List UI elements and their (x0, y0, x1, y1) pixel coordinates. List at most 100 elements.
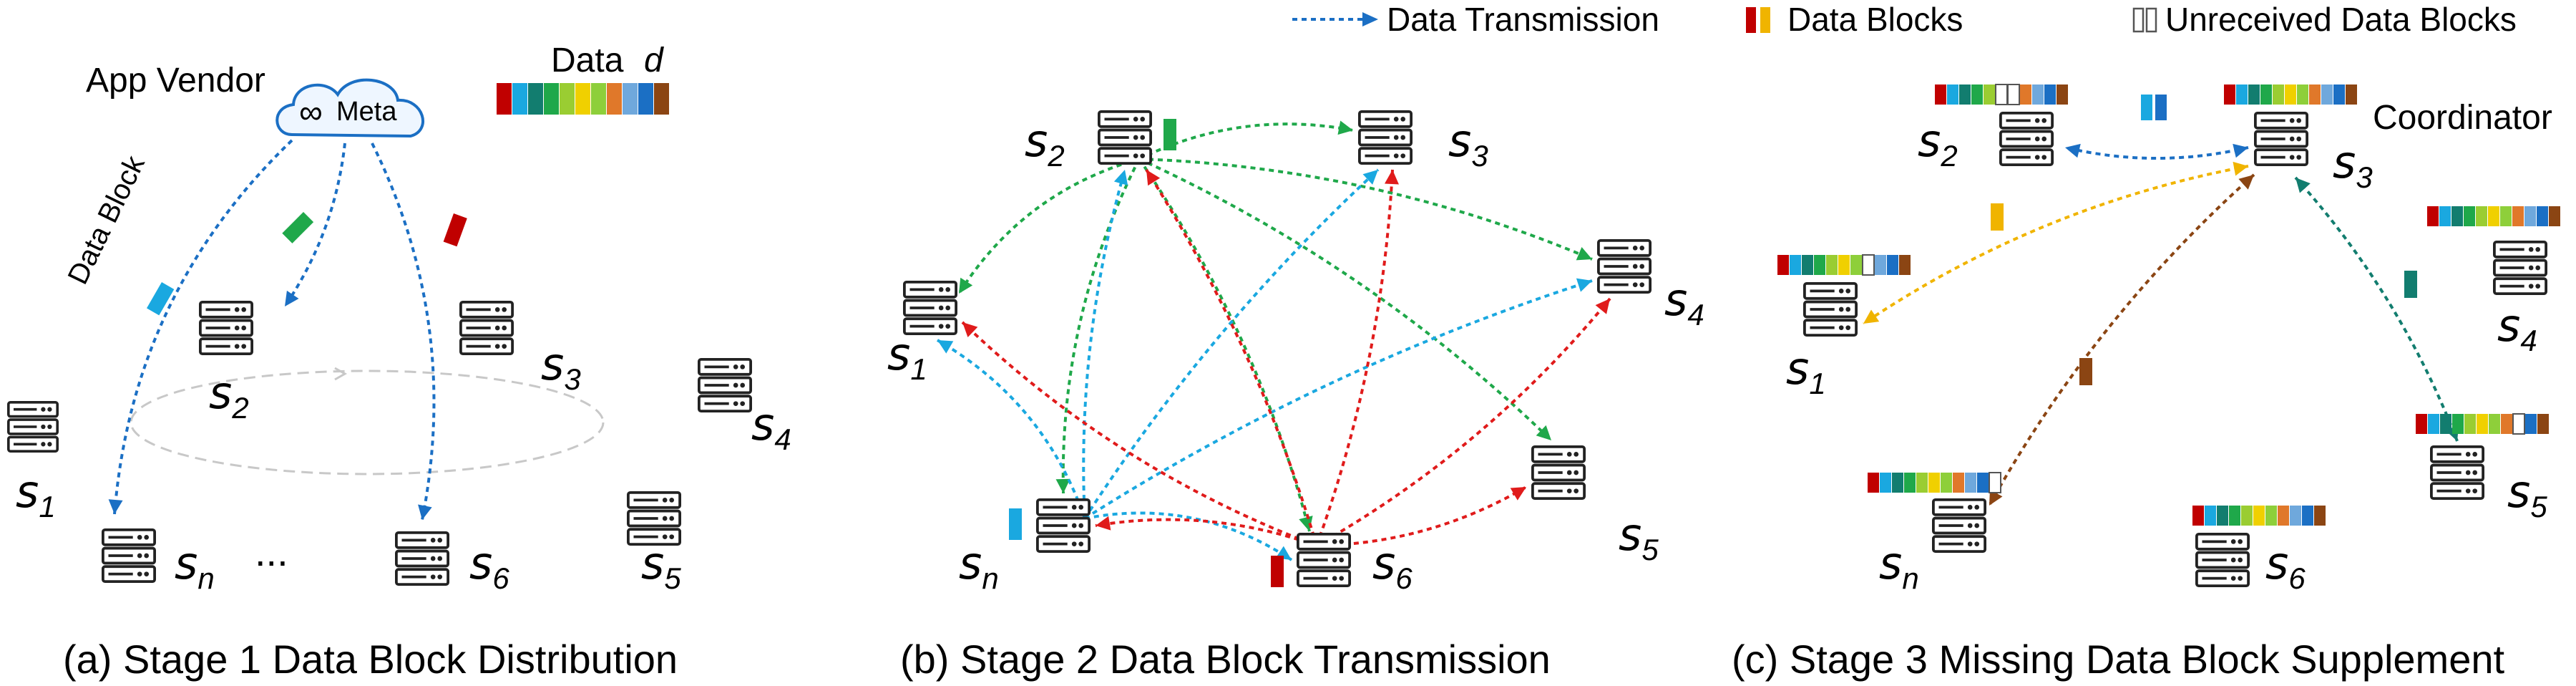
data-block (2537, 206, 2548, 226)
node-label-b-s5: s5 (1619, 508, 1659, 566)
arrow-red-5-head (1096, 516, 1111, 531)
data-block (2290, 506, 2301, 526)
data-block (1904, 473, 1916, 493)
unreceived-block (2007, 84, 2020, 105)
data-block (2241, 506, 2253, 526)
strip-s1 (1777, 254, 1911, 276)
meta-text: Meta (336, 97, 397, 127)
node-label-c-s4: s4 (2497, 299, 2537, 357)
data-d-strip (497, 83, 669, 115)
arrow-green-5-head (1055, 478, 1070, 493)
data-block (2464, 206, 2475, 226)
server-s1-icon (7, 401, 59, 453)
data-block (1959, 84, 1971, 105)
data-block (2278, 506, 2289, 526)
server-b-s4-icon (1597, 239, 1652, 294)
data-block (2273, 84, 2284, 105)
arrow-red-2 (1315, 169, 1394, 546)
data-block (2032, 84, 2044, 105)
data-block (1790, 255, 1801, 275)
data-block (1875, 255, 1886, 275)
data-block (1814, 255, 1825, 275)
block-red (443, 213, 467, 247)
data-block (2439, 206, 2451, 226)
arrow-to-sn-head (108, 499, 123, 514)
arrow-s3-sn (1988, 173, 2255, 506)
panel-a: ∞ Meta App Vendor Data d Data Block s1 s… (7, 42, 791, 682)
data-block (2428, 414, 2439, 434)
panel-b: s1 s2 s3 s4 s5 s6 sn (b) Stage 2 Data Bl… (887, 110, 1704, 682)
node-label-b-s2: s2 (1025, 115, 1065, 173)
data-block (2452, 414, 2464, 434)
server-c-s2-icon (1999, 112, 2054, 166)
data-block (2512, 206, 2524, 226)
data-block (2524, 206, 2536, 226)
arrow-cyan-0 (936, 339, 1086, 519)
data-block (623, 83, 638, 115)
node-label-s6: s6 (469, 537, 509, 595)
node-label-b-sn: sn (959, 537, 999, 595)
data-block (2057, 84, 2068, 105)
arrow-green-0-head (959, 277, 973, 294)
ring-arrow-icon (334, 367, 348, 381)
data-block (1880, 473, 1891, 493)
data-block (2229, 506, 2240, 526)
arrow-to-s6 (371, 142, 436, 521)
ellipsis: ... (255, 529, 288, 574)
arrow-cyan-3 (1083, 279, 1593, 520)
server-b-s3-icon (1358, 110, 1413, 165)
data-block (2333, 84, 2345, 105)
server-b-s1-icon (903, 281, 957, 335)
supplement-arrows (1862, 143, 2459, 506)
caption-c: (c) Stage 3 Missing Data Block Supplemen… (1732, 637, 2504, 682)
arrow-cyan-4 (1084, 511, 1293, 561)
meta-logo: ∞ (299, 93, 323, 130)
caption-a: (a) Stage 1 Data Block Distribution (63, 637, 678, 682)
ring-path (130, 369, 605, 475)
data-block (2253, 506, 2265, 526)
data-block (2427, 206, 2439, 226)
unreceived-block (1862, 254, 1875, 276)
arrow-s3-s1 (1862, 165, 2249, 325)
arrow-cyan-0-head (937, 340, 954, 354)
data-block (2020, 84, 2031, 105)
data-block (2248, 84, 2260, 105)
transmission-arrows (936, 120, 1611, 561)
node-label-s2: s2 (209, 367, 249, 425)
caption-b: (b) Stage 2 Data Block Transmission (900, 637, 1551, 682)
data-block (2464, 414, 2476, 434)
server-s3-icon (459, 301, 514, 355)
data-block (544, 83, 559, 115)
arrow-s3-sn-head (1989, 489, 2003, 506)
server-c-s5-icon (2430, 445, 2484, 500)
node-label-c-s2: s2 (1918, 115, 1958, 173)
node-label-b-s1: s1 (887, 328, 927, 386)
legend: Data Transmission Data Blocks Unreceived… (1292, 1, 2517, 38)
node-label-b-s3: s3 (1448, 115, 1488, 173)
arrow-red-4-head (1510, 487, 1526, 501)
data-block (2537, 414, 2549, 434)
data-block (1947, 84, 1958, 105)
node-label-c-s3: s3 (2333, 136, 2373, 194)
data-block (638, 83, 653, 115)
data-block (1965, 473, 1976, 493)
arrow-s3-s2-head (2065, 143, 2081, 158)
data-block (1838, 255, 1850, 275)
data-block (2440, 414, 2451, 434)
arrow-cyan-1-head (1113, 170, 1128, 185)
data-block (1984, 84, 1995, 105)
strip-s3 (2224, 84, 2357, 105)
data-block (1802, 255, 1813, 275)
data-block (1850, 255, 1862, 275)
arrow-red-5 (1095, 518, 1317, 547)
data-block-strip (497, 83, 669, 115)
arrow-red-2-head (1384, 170, 1399, 185)
unreceived-block (2512, 413, 2525, 435)
block-green-b (1163, 119, 1176, 150)
data-block (2314, 506, 2326, 526)
node-label-c-s6: s6 (2265, 537, 2306, 595)
arrow-red-0-head (962, 322, 978, 338)
node-label-s3: s3 (541, 338, 581, 396)
arrow-red-1 (1145, 168, 1318, 546)
data-block (1899, 255, 1911, 275)
